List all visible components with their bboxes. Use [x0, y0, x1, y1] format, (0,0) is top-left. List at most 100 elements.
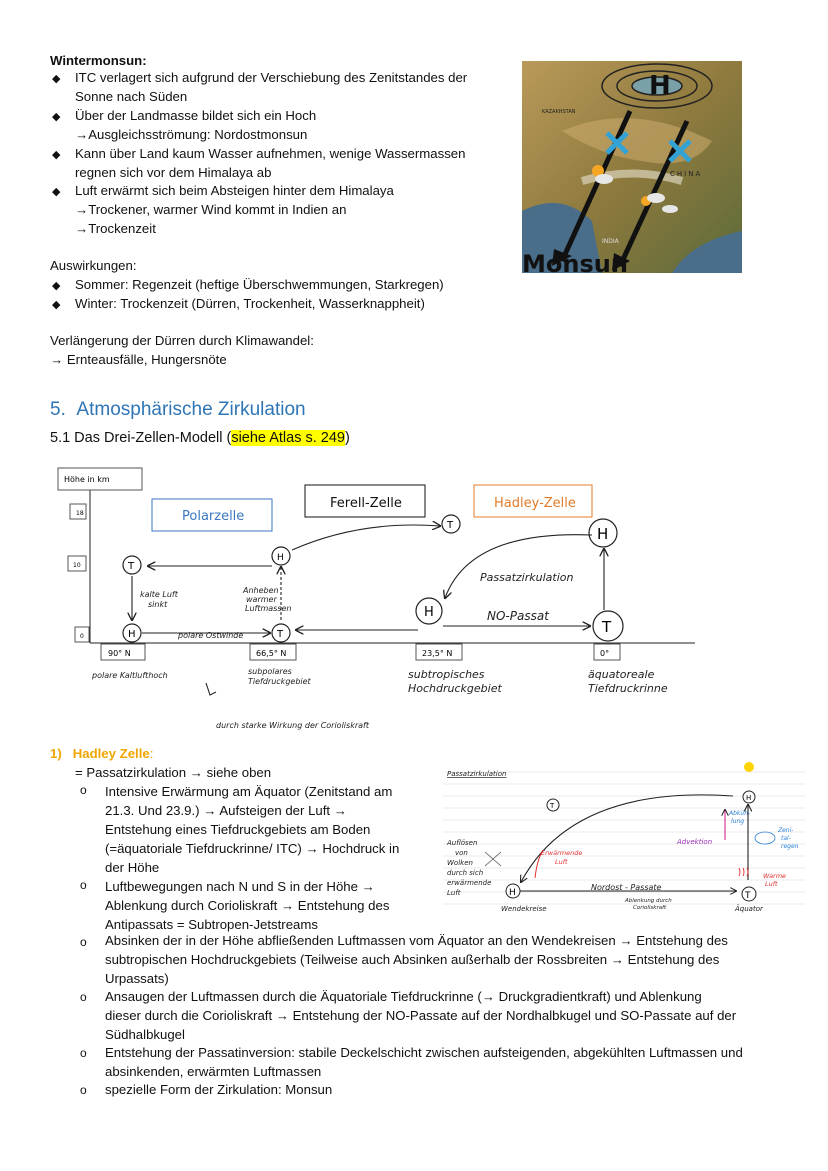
- equator-label-1: äquatoreale: [588, 668, 655, 681]
- subtitle-pre: 5.1 Das Drei-Zellen-Modell (: [50, 430, 232, 446]
- hadley-i2-l2: Urpassats): [105, 971, 169, 986]
- monsoon-map: H KAZAKHSTAN CHINA INDIA Monsun: [522, 61, 742, 273]
- effects-title: Auswirkungen:: [50, 258, 137, 273]
- cloud-icon-2: [647, 193, 665, 203]
- lat-90: 90° N: [108, 649, 131, 658]
- tick-10: 10: [73, 562, 81, 569]
- winter-b3-l2: →Trockenzeit: [75, 221, 156, 236]
- three-cell-diagram: Höhe in km 18 10 0 Polarzelle Ferell-Zel…: [57, 467, 695, 730]
- no-passat-label: NO-Passat: [487, 609, 550, 623]
- winter-b0-l1: Sonne nach Süden: [75, 89, 188, 104]
- lat-0: 0°: [600, 649, 609, 658]
- section-heading: 5. Atmosphärische Zirkulation: [50, 399, 306, 421]
- cross-icon-right: [668, 139, 692, 163]
- hadley-i4-l1: absinkenden, erwärmten Luftmassen: [105, 1064, 322, 1079]
- anheben-1: Anheben: [242, 586, 279, 595]
- erw-1: Luft: [555, 858, 568, 866]
- rain-cloud-icon: [754, 831, 776, 845]
- nordost-label: Nordost - Passate: [591, 883, 662, 892]
- subpolar-label-2: Tiefdruckgebiet: [248, 677, 312, 686]
- h-equator-top: H: [597, 525, 608, 543]
- subtitle-highlight: siehe Atlas s. 249: [231, 430, 345, 446]
- section-number: 5.: [50, 399, 66, 420]
- ferrel-cell-label: Ferell-Zelle: [330, 496, 402, 511]
- passat-label: Passatzirkulation: [480, 571, 573, 584]
- winter-b0-l0: ITC verlagert sich aufgrund der Verschie…: [75, 70, 468, 85]
- lat-66: 66,5° N: [256, 649, 286, 658]
- map-label-india: INDIA: [602, 238, 620, 245]
- hadley-colon: :: [149, 746, 154, 761]
- wendekreise-label: Wendekreise: [501, 905, 547, 913]
- aufl-1: von: [455, 849, 468, 857]
- warme-0: Warme: [763, 872, 786, 880]
- t-subpolar: T: [276, 629, 284, 640]
- effects-item-0: Sommer: Regenzeit (heftige Überschwemmun…: [75, 277, 444, 292]
- map-high-label: H: [649, 71, 671, 101]
- h-polar: H: [128, 629, 136, 640]
- winter-b2-l0: Kann über Land kaum Wasser aufnehmen, we…: [75, 146, 466, 161]
- aequator-label: Äquator: [734, 904, 764, 913]
- t-polar-top: T: [127, 561, 135, 572]
- winter-b1-l1: →Ausgleichsströmung: Nordostmonsun: [75, 127, 308, 142]
- warme-1: Luft: [765, 880, 778, 888]
- map-caption: Monsun: [522, 250, 628, 273]
- polar-cell-label: Polarzelle: [182, 509, 244, 524]
- subtitle-post: ): [344, 430, 350, 446]
- hadley-i5-l0: spezielle Form der Zirkulation: Monsun: [105, 1082, 333, 1097]
- kalte-luft-1: kalte Luft: [140, 590, 179, 599]
- h-subpolar-top: H: [277, 553, 284, 563]
- advektion-label: Advektion: [676, 838, 712, 846]
- zen-0: Zeni-: [777, 827, 793, 834]
- anheben-2: warmer: [246, 595, 277, 604]
- lat-23: 23,5° N: [422, 649, 452, 658]
- anheben-3: Luftmassen: [245, 604, 292, 613]
- aufl-3: durch sich: [447, 869, 483, 877]
- climate-line2: → Ernteausfälle, Hungersnöte: [50, 352, 227, 367]
- map-label-china: CHINA: [670, 170, 702, 178]
- subtrop-label-2: Hochdruckgebiet: [408, 682, 502, 695]
- kalte-luft-2: sinkt: [148, 600, 168, 609]
- sun-icon-sketch: [744, 762, 754, 772]
- aufl-0: Auflösen: [446, 839, 477, 847]
- subpolar-label-1: subpolares: [248, 667, 292, 676]
- aufl-2: Wolken: [447, 859, 473, 867]
- subtrop-label-1: subtropisches: [408, 668, 485, 681]
- hadley-i0-l1: 21.3. Und 23.9.) → Aufsteigen der Luft →: [105, 803, 347, 818]
- sketch-t-bottom: T: [744, 891, 751, 901]
- hadley-title: Hadley Zelle: [72, 746, 150, 761]
- zen-2: regen: [781, 843, 799, 850]
- zen-1: tal-: [781, 835, 791, 842]
- hadley-i2-l1: subtropischen Hochdruckgebiets (Teilweis…: [105, 952, 720, 967]
- hadley-cell-label: Hadley-Zelle: [494, 496, 576, 511]
- map-label-kazakhstan: KAZAKHSTAN: [542, 109, 576, 115]
- y-axis-label: Höhe in km: [64, 475, 110, 484]
- t-equator: T: [601, 618, 612, 636]
- sketch-h-bottom: H: [509, 888, 516, 898]
- effects-item-1: Winter: Trockenzeit (Dürren, Trockenheit…: [75, 296, 425, 311]
- hadley-i1-l2: Antipassats = Subtropen-Jetstreams: [105, 917, 318, 932]
- sketch-t-top: T: [549, 802, 555, 810]
- hadley-i0-l4: der Höhe: [105, 860, 160, 875]
- hadley-i3-l2: Südhalbkugel: [105, 1027, 185, 1042]
- winter-title: Wintermonsun:: [50, 53, 147, 68]
- tick-18: 18: [76, 510, 84, 517]
- abk-1: lung: [731, 818, 744, 825]
- hadley-i1-l1: Ablenkung durch Corioliskraft → Entstehu…: [105, 898, 390, 913]
- equator-label-2: Tiefdruckrinne: [588, 682, 668, 695]
- winter-b3-l1: →Trockener, warmer Wind kommt in Indien …: [75, 202, 347, 217]
- sun-icon: [592, 165, 604, 177]
- ablenkung-1: Corioliskraft: [633, 905, 667, 911]
- aufl-5: Luft: [447, 889, 461, 897]
- crossed-cloud-icon: [484, 851, 502, 867]
- t-ferrel-top: T: [446, 520, 454, 531]
- hadley-i1-l0: Luftbewegungen nach N und S in der Höhe …: [105, 879, 375, 894]
- section-title: Atmosphärische Zirkulation: [76, 399, 306, 420]
- h-subtropic: H: [424, 605, 434, 620]
- hadley-i0-l3: (=äquatoriale Tiefdruckrinne/ ITC) → Hoc…: [105, 841, 400, 856]
- hadley-i2-l0: Absinken der in der Höhe abfließenden Lu…: [105, 933, 728, 948]
- hadley-i3-l1: dieser durch die Corioliskraft → Entsteh…: [105, 1008, 737, 1023]
- ablenkung-0: Ablenkung durch: [624, 898, 672, 904]
- tick-0: 0: [80, 633, 84, 640]
- sketch-title: Passatzirkulation: [447, 770, 506, 778]
- cloud-icon: [595, 174, 613, 184]
